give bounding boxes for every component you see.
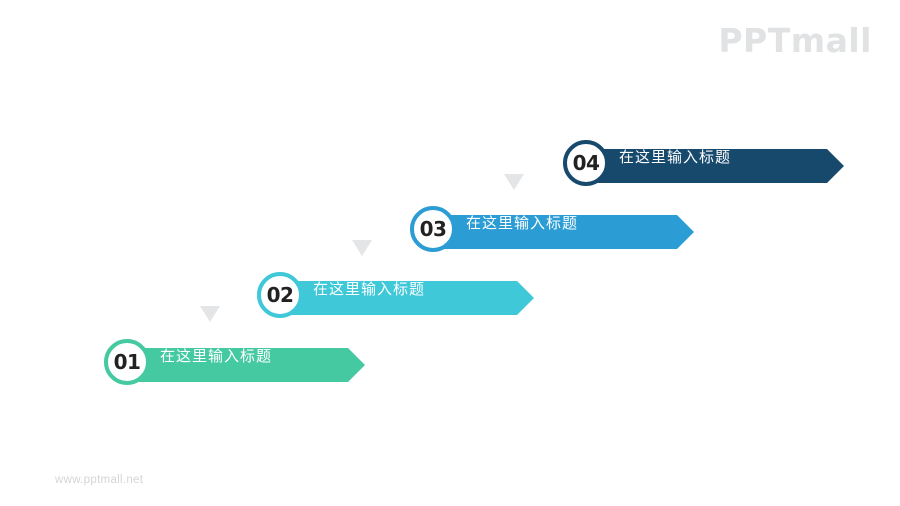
step-item-03[interactable]: 在这里输入标题 03 — [410, 206, 694, 258]
connector-triangle-3 — [504, 174, 524, 190]
step-title-04: 在这里输入标题 — [619, 148, 732, 166]
step-item-02[interactable]: 在这里输入标题 02 — [257, 272, 534, 324]
footer-website: www.pptmall.net — [55, 474, 144, 486]
step-banner-03[interactable] — [434, 215, 694, 249]
step-item-04[interactable]: 在这里输入标题 04 — [563, 140, 844, 192]
step-number-text-03: 03 — [419, 217, 447, 241]
step-title-01: 在这里输入标题 — [160, 347, 273, 365]
step-number-text-02: 02 — [266, 283, 294, 307]
step-number-text-01: 01 — [113, 350, 141, 374]
connector-triangle-2 — [352, 240, 372, 256]
step-number-circle-02[interactable]: 02 — [257, 272, 303, 318]
step-number-text-04: 04 — [572, 151, 600, 175]
step-number-circle-03[interactable]: 03 — [410, 206, 456, 252]
step-number-circle-04[interactable]: 04 — [563, 140, 609, 186]
step-banner-01[interactable] — [128, 348, 365, 382]
connector-triangle-1 — [200, 306, 220, 322]
step-banner-02[interactable] — [281, 281, 534, 315]
step-banner-04[interactable] — [587, 149, 844, 183]
step-title-02: 在这里输入标题 — [313, 280, 426, 298]
step-number-circle-01[interactable]: 01 — [104, 339, 150, 385]
step-item-01[interactable]: 在这里输入标题 01 — [104, 339, 365, 391]
pptmall-logo: PPTmall — [718, 21, 872, 60]
step-title-03: 在这里输入标题 — [466, 214, 579, 232]
